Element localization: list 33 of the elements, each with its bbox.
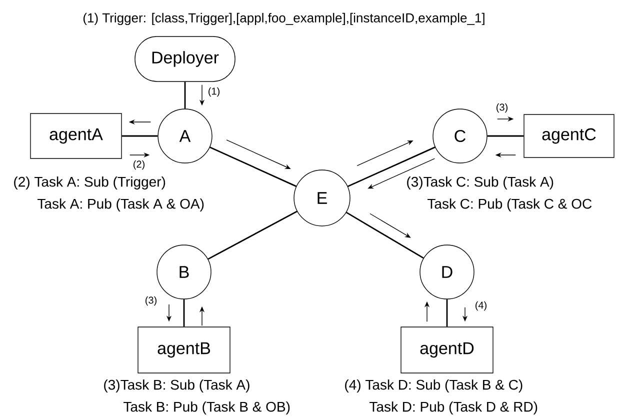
- rounded-box: Deployer: [134, 36, 236, 82]
- circle-node: D: [420, 244, 474, 300]
- task-note: (4) Task D: Sub (Task B & C): [345, 379, 522, 392]
- agent-box: agentA: [30, 113, 122, 159]
- task-note: (3)Task C: Sub (Task A): [407, 176, 554, 190]
- connector-line: [122, 135, 158, 137]
- circle-node: E: [294, 170, 350, 226]
- step-number: (2): [134, 160, 144, 170]
- connector-line: [346, 212, 424, 259]
- agent-box: agentB: [138, 326, 230, 374]
- connector-line: [208, 210, 298, 260]
- task-note: Task C: Pub (Task C & OC: [428, 198, 592, 212]
- trigger-note: (1) Trigger: [class,Trigger],[appl,foo_example],[instanceID,example_1]: [83, 12, 484, 26]
- step-number: (3): [146, 296, 156, 306]
- connector-line: [183, 299, 185, 327]
- circle-node: B: [156, 244, 212, 300]
- step-number: (3): [496, 103, 508, 113]
- circle-node: C: [432, 108, 488, 164]
- circle-node: A: [158, 108, 212, 164]
- task-note: (3)Task B: Sub (Task A): [104, 379, 250, 392]
- task-note: Task A: Pub (Task A & OA): [38, 198, 204, 212]
- agent-box: agentD: [400, 326, 494, 374]
- connector-line: [487, 135, 524, 137]
- task-note: Task B: Pub (Task B & OB): [124, 401, 290, 414]
- step-number: (4): [476, 301, 486, 311]
- agent-box: agentC: [524, 114, 614, 158]
- step-number: (1): [208, 87, 220, 97]
- connector-line: [210, 146, 296, 187]
- task-note: Task D: Pub (Task D & RD): [370, 401, 538, 414]
- task-note: (2) Task A: Sub (Trigger): [14, 176, 166, 190]
- connector-line: [184, 82, 186, 109]
- connector-line: [348, 146, 436, 187]
- connector-line: [446, 299, 448, 327]
